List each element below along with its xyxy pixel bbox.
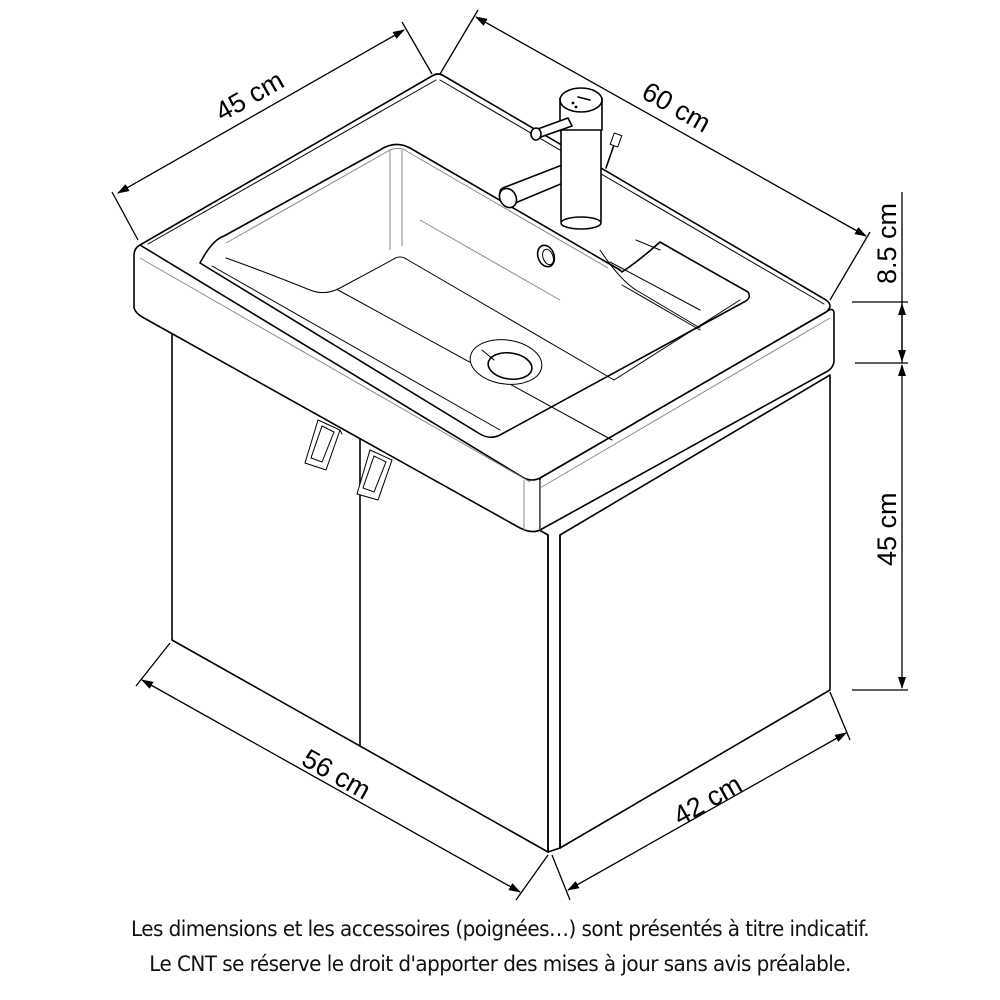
tap-cap <box>559 87 603 113</box>
overflow-hole <box>536 244 556 268</box>
door-handle-right <box>356 449 393 501</box>
dim-label-cabinet-width: 56 cm <box>297 743 376 805</box>
basin-side-face <box>539 308 835 531</box>
drain <box>469 339 543 385</box>
dim-label-basin-height: 8.5 cm <box>872 203 902 284</box>
door-handle-left <box>304 419 343 471</box>
dimension-cabinet-height: 45 cm <box>852 364 908 691</box>
dimension-basin-height: 8.5 cm <box>852 192 908 364</box>
disclaimer-line-1: Les dimensions et les accessoires (poign… <box>130 917 870 942</box>
disclaimer-line-2: Le CNT se réserve le droit d'apporter de… <box>149 952 851 977</box>
dim-label-cabinet-height: 45 cm <box>872 492 902 566</box>
tap-body <box>560 124 602 224</box>
